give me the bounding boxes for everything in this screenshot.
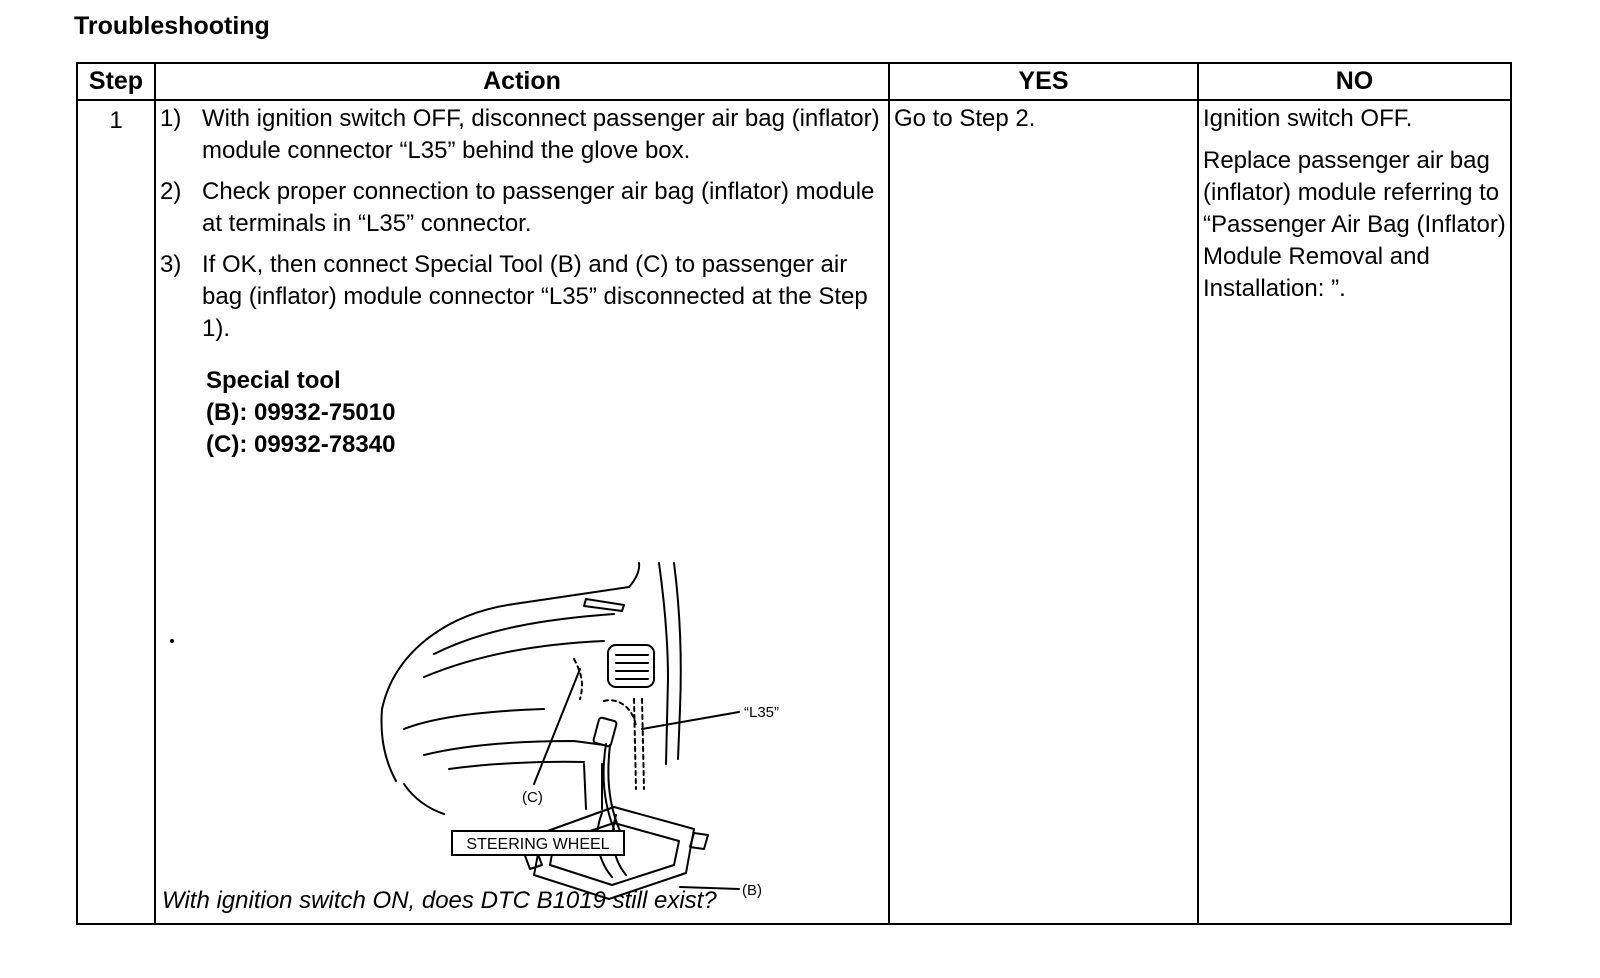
special-tool-b: (B): 09932-75010 <box>206 399 396 426</box>
connector-illustration: STEERING WHEEL “L35” (C) (B) <box>380 562 779 900</box>
action-step: 3) If OK, then connect Special Tool (B) … <box>156 249 888 345</box>
troubleshooting-table: Step Action YES NO 1 1) With ignition sw… <box>76 62 1512 925</box>
tool-case <box>533 806 695 900</box>
label-c: (C) <box>522 789 543 806</box>
action-step-text: With ignition switch OFF, disconnect pas… <box>202 105 880 164</box>
action-step: 2) Check proper connection to passenger … <box>156 176 888 240</box>
no-cell: Ignition switch OFF. Replace passenger a… <box>1197 99 1512 925</box>
question-text: With ignition switch ON, does DTC B1019 … <box>162 887 717 914</box>
label-b: (B) <box>742 882 762 899</box>
no-instruction: Replace passenger air bag (inflator) mod… <box>1203 147 1506 302</box>
connector-l35 <box>592 716 618 748</box>
action-cell: 1) With ignition switch OFF, disconnect … <box>154 99 890 925</box>
action-step-number: 2) <box>160 178 182 205</box>
label-steering-wheel: STEERING WHEEL <box>466 836 609 853</box>
header-step: Step <box>76 62 156 101</box>
special-tool-c: (C): 09932-78340 <box>206 431 396 458</box>
stray-dot <box>170 639 174 643</box>
label-l35: “L35” <box>744 704 779 721</box>
step-number: 1 <box>76 99 156 925</box>
dashboard-outline <box>381 562 641 710</box>
action-step-text: Check proper connection to passenger air… <box>202 178 875 237</box>
action-step-text: If OK, then connect Special Tool (B) and… <box>202 251 868 342</box>
table-row: 1 1) With ignition switch OFF, disconnec… <box>76 99 1512 925</box>
page-title: Troubleshooting <box>74 12 270 40</box>
action-steps: 1) With ignition switch OFF, disconnect … <box>156 101 888 345</box>
side-vent <box>607 644 655 688</box>
yes-cell: Go to Step 2. <box>888 99 1199 925</box>
header-no: NO <box>1197 62 1512 101</box>
action-step: 1) With ignition switch OFF, disconnect … <box>156 103 888 167</box>
special-tool-block: Special tool (B): 09932-75010 (C): 09932… <box>206 365 888 461</box>
steering-wheel-label-box <box>451 830 625 856</box>
special-tool-title: Special tool <box>206 367 341 394</box>
table-header-row: Step Action YES NO <box>76 62 1512 101</box>
action-step-number: 1) <box>160 105 182 132</box>
header-action: Action <box>154 62 890 101</box>
header-yes: YES <box>888 62 1199 101</box>
action-step-number: 3) <box>160 251 182 278</box>
no-instruction: Ignition switch OFF. <box>1203 105 1413 132</box>
